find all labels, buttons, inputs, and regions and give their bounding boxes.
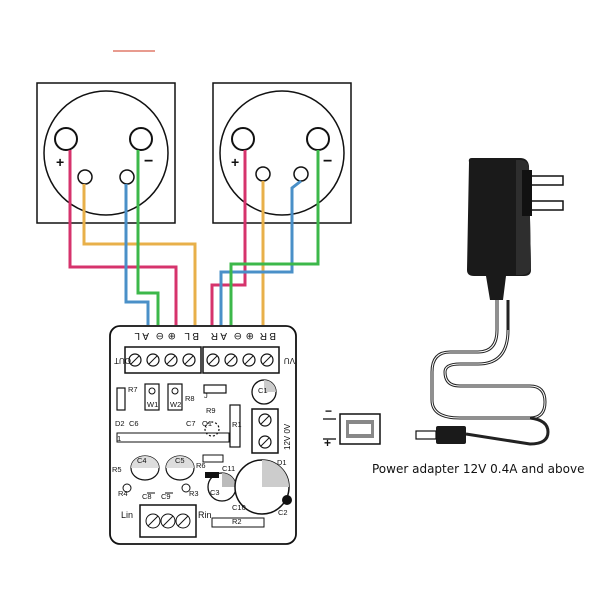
meter-right-minus-terminal — [306, 127, 330, 151]
power-label: 12V 0V — [283, 423, 292, 450]
meter-left-minus-terminal — [129, 127, 153, 151]
wire-left-green — [136, 150, 160, 325]
component-label-r1: R1 — [232, 420, 242, 429]
meter-left-lamp-terminal-a — [77, 169, 93, 185]
power-adapter — [415, 158, 564, 446]
component-label-c6: C6 — [129, 419, 139, 428]
meter-left-lamp-terminal-b — [119, 169, 135, 185]
meter-left-minus-label: − — [144, 153, 153, 170]
terminal-label: A — [142, 330, 149, 341]
jack-minus-label: − — [325, 404, 332, 418]
component-label-c5: C5 — [175, 456, 185, 465]
terminal-screws — [128, 353, 274, 367]
terminal-screw-slot — [226, 355, 236, 365]
terminal-screw-slot — [148, 355, 158, 365]
meter-right-plus-terminal — [231, 127, 255, 151]
component-label-rin: Rin — [198, 510, 212, 520]
component-label-r5: R5 — [112, 465, 122, 474]
component-label-c11: C11 — [222, 464, 235, 473]
wires-left-meter — [68, 150, 197, 325]
component-label-c8: C8 — [142, 492, 152, 501]
terminal-label: B — [269, 330, 276, 341]
component-label-r2: R2 — [232, 517, 242, 526]
wire-right-red — [210, 150, 247, 325]
component-label-r3: R3 — [189, 489, 199, 498]
adapter-caption: Power adapter 12V 0.4A and above — [372, 462, 585, 476]
wire-left-blue — [124, 184, 150, 325]
component-label-r6: R6 — [196, 461, 206, 470]
terminal-label: R — [211, 330, 218, 341]
terminal-screw — [182, 353, 196, 367]
terminal-screw — [164, 353, 178, 367]
meter-left-plus-terminal — [54, 127, 78, 151]
component-label-c1: C1 — [258, 386, 268, 395]
terminal-screw — [224, 353, 238, 367]
component-label-j: J — [204, 391, 208, 400]
terminal-label: ⊕ — [168, 330, 176, 341]
component-label-d3: D3 — [207, 471, 217, 480]
terminal-label: R — [260, 330, 267, 341]
terminal-label: ⊖ — [234, 330, 242, 341]
component-label-r4: R4 — [118, 489, 128, 498]
dc-jack: − + — [323, 404, 381, 450]
terminal-screw-slot — [244, 355, 254, 365]
terminal-screw-slot — [262, 355, 272, 365]
component-label-c10: C10 — [232, 503, 246, 512]
component-label-one: 1 — [117, 434, 121, 443]
component-label-r7: R7 — [128, 385, 138, 394]
terminal-label: ⊖ — [156, 330, 164, 341]
terminal-label: B — [192, 330, 199, 341]
wires-right-meter — [210, 150, 320, 325]
terminal-screw-slot — [166, 355, 176, 365]
terminal-label: L — [134, 330, 140, 341]
component-label-c3: C3 — [210, 488, 220, 497]
wire-left-red — [68, 150, 178, 325]
component-label-w1: W1 — [147, 400, 158, 409]
component-label-r9: R9 — [206, 406, 216, 415]
terminal-label: ⊕ — [246, 330, 254, 341]
terminal-screw-slot — [208, 355, 218, 365]
terminal-label: L — [184, 330, 190, 341]
power-terminal-block — [251, 408, 279, 454]
component-label-d1: D1 — [277, 458, 287, 467]
component-label-r8: R8 — [185, 394, 195, 403]
terminal-label: A — [220, 330, 227, 341]
terminal-screw — [146, 353, 160, 367]
meter-left-plus-label: + — [56, 154, 64, 170]
wire-right-blue — [219, 179, 302, 325]
input-terminal-block — [139, 504, 197, 538]
terminal-screw — [128, 353, 142, 367]
terminal-screw-slot — [184, 355, 194, 365]
terminal-screw — [242, 353, 256, 367]
component-label-lin: Lin — [121, 510, 133, 520]
out-label: OUT — [114, 356, 131, 365]
component-label-w2: W2 — [170, 400, 181, 409]
meter-right-plus-label: + — [231, 154, 239, 170]
vu-meter-right: + − — [212, 82, 352, 224]
component-label-c7: C7 — [186, 419, 196, 428]
wire-right-green — [229, 150, 320, 325]
component-label-d2: D2 — [115, 419, 125, 428]
jack-plus-label: + — [324, 436, 331, 450]
meter-right-lamp-terminal-a — [255, 166, 271, 182]
component-label-q1: Q1 — [202, 419, 212, 428]
component-label-c2: C2 — [278, 508, 288, 517]
terminal-screw — [260, 353, 274, 367]
vu-meter-left: + − — [36, 82, 176, 224]
meter-right-minus-label: − — [323, 153, 332, 170]
component-label-c4: C4 — [137, 456, 147, 465]
component-label-c9: C9 — [161, 492, 171, 501]
vu-label: VU — [284, 356, 295, 365]
terminal-screw — [206, 353, 220, 367]
meter-right-lamp-terminal-b — [293, 166, 309, 182]
terminal-screw-slot — [130, 355, 140, 365]
